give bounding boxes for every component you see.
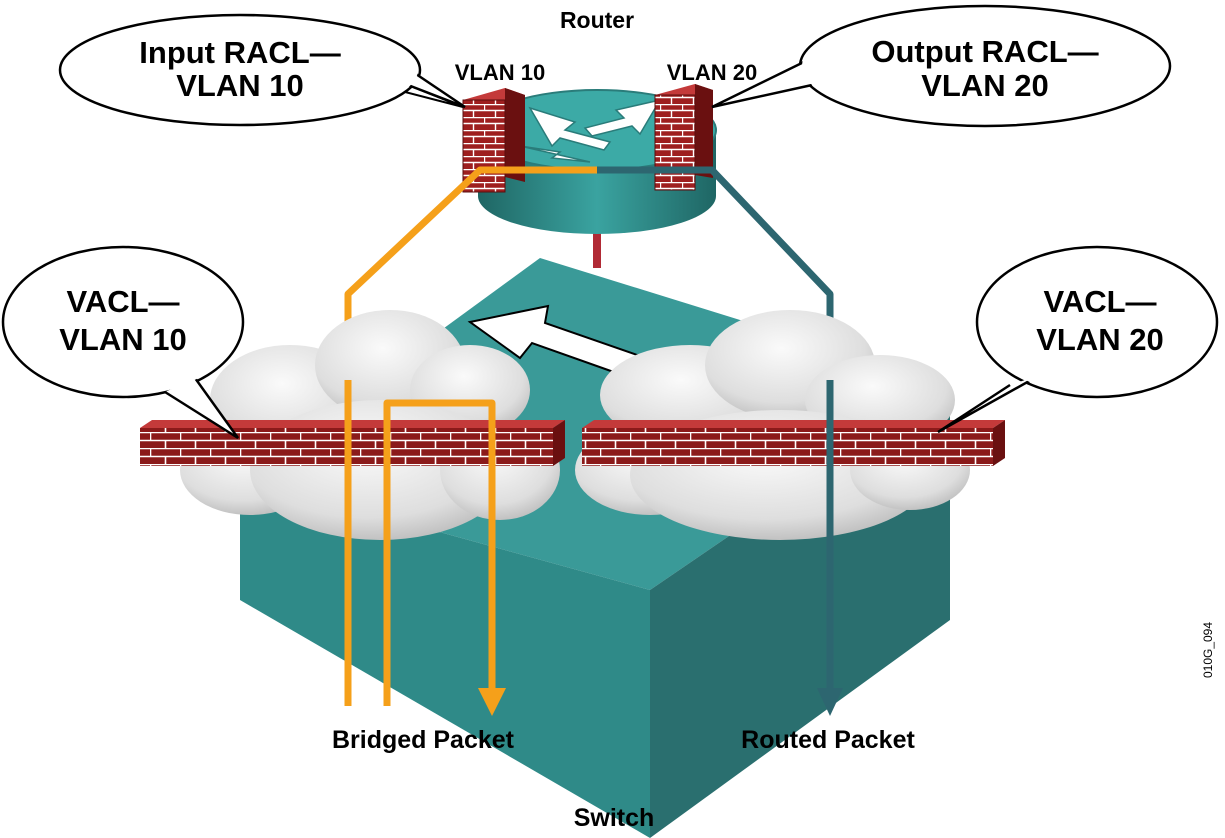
input-racl-line1: Input RACL— [139,35,340,70]
firewall-icon-vlan20 [654,84,713,191]
callout-input-racl: Input RACL— VLAN 10 [58,13,466,127]
bridged-packet-label: Bridged Packet [332,726,515,754]
firewall-icon-vacl-vlan20 [582,420,1005,466]
vacl-vlan10-line2: VLAN 10 [59,322,186,357]
callout-vacl-vlan20: VACL— VLAN 20 [937,245,1219,434]
routed-packet-label: Routed Packet [741,726,915,754]
vlan20-label: VLAN 20 [667,60,757,85]
switch-label: Switch [574,804,655,832]
input-racl-line2: VLAN 10 [176,68,303,103]
vacl-vlan20-line1: VACL— [1043,284,1156,319]
switch-left-face [240,477,650,838]
vacl-vlan10-line1: VACL— [66,284,179,319]
vlan10-label: VLAN 10 [455,60,545,85]
bridged-path-inner [383,399,496,706]
firewall-icon-vacl-vlan10 [140,420,565,466]
output-racl-line2: VLAN 20 [921,68,1048,103]
router-label: Router [560,7,634,33]
vacl-vlan20-line2: VLAN 20 [1036,322,1163,357]
output-racl-line1: Output RACL— [871,34,1098,69]
routed-path-arrowhead [817,688,843,716]
callout-vacl-vlan10: VACL— VLAN 10 [1,245,245,440]
bridged-path-arrowhead [478,688,506,716]
figure-id: 010G_094 [1201,622,1215,678]
callout-output-racl: Output RACL— VLAN 20 [711,4,1172,128]
